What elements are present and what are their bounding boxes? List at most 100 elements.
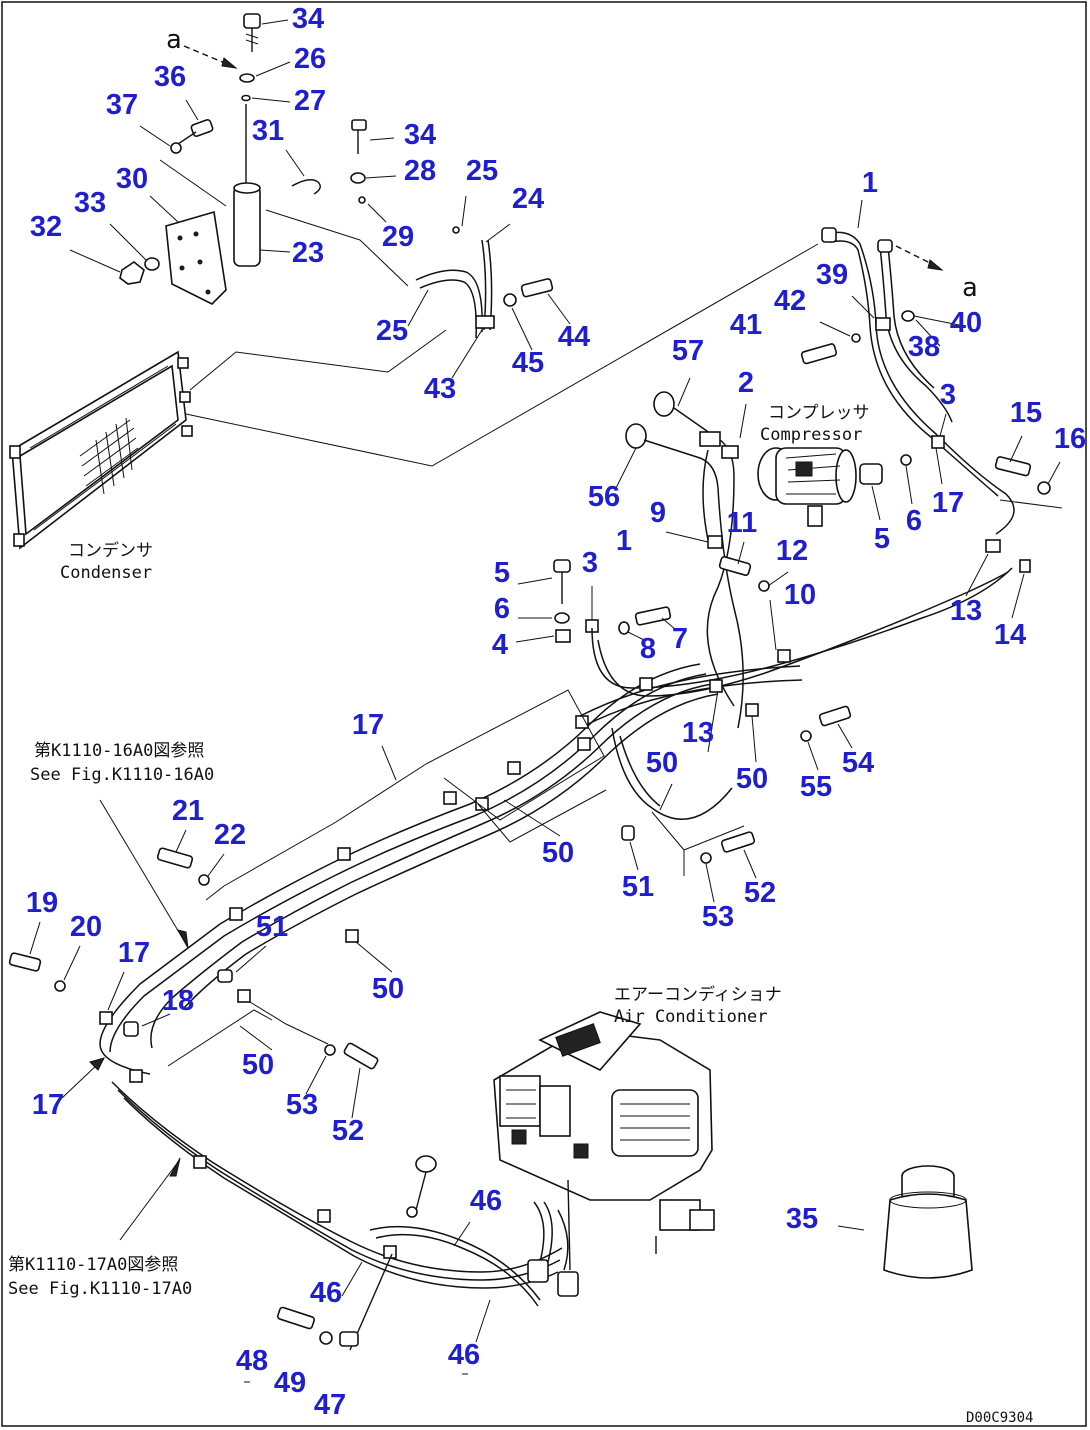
- callout-45: 45: [512, 347, 544, 379]
- callout-55: 55: [800, 771, 832, 803]
- callout-5: 5: [494, 557, 510, 589]
- small-fitting-parts: [8, 705, 853, 1241]
- callout-50: 50: [242, 1049, 274, 1081]
- leader-lines: [185, 239, 819, 467]
- callout-18: 18: [162, 985, 194, 1017]
- callout-3: 3: [582, 547, 598, 579]
- callout-24: 24: [512, 183, 544, 215]
- callout-50: 50: [542, 837, 574, 869]
- aircon-label-en: Air Conditioner: [614, 1007, 768, 1027]
- callout-29: 29: [382, 221, 414, 253]
- callout-6: 6: [494, 593, 510, 625]
- callout-5: 5: [874, 523, 890, 555]
- condenser-label-en: Condenser: [60, 563, 152, 583]
- condenser-label-jp: コンデンサ: [68, 540, 153, 561]
- callout-17: 17: [932, 487, 964, 519]
- callout-25: 25: [466, 155, 498, 187]
- ref-note-2-en: See Fig.K1110-17A0: [8, 1279, 192, 1299]
- callout-17: 17: [32, 1089, 64, 1121]
- section-letters: aa: [166, 25, 978, 303]
- callout-51: 51: [256, 911, 288, 943]
- callout-22: 22: [214, 819, 246, 851]
- callout-23: 23: [292, 237, 324, 269]
- callout-46: 46: [470, 1185, 502, 1217]
- callout-48: 48: [236, 1345, 268, 1377]
- callout-54: 54: [842, 747, 874, 779]
- main-hose-bundle: [99, 567, 1013, 1083]
- callout-17: 17: [118, 937, 150, 969]
- callout-28: 28: [404, 155, 436, 187]
- callout-13: 13: [682, 717, 714, 749]
- callout-50: 50: [372, 973, 404, 1005]
- callout-30: 30: [116, 163, 148, 195]
- callout-47: 47: [314, 1389, 346, 1421]
- receiver-drier-assembly: [69, 13, 361, 305]
- callout-19: 19: [26, 887, 58, 919]
- part-35-container: [837, 1165, 973, 1279]
- callout-52: 52: [744, 877, 776, 909]
- callout-26: 26: [294, 43, 326, 75]
- compressor: コンプレッサ Compressor: [739, 403, 870, 527]
- callout-15: 15: [1010, 397, 1042, 429]
- callout-20: 20: [70, 911, 102, 943]
- callout-9: 9: [650, 497, 666, 529]
- callout-32: 32: [30, 211, 62, 243]
- callout-53: 53: [702, 901, 734, 933]
- callout-52: 52: [332, 1115, 364, 1147]
- callout-10: 10: [784, 579, 816, 611]
- section-letter-a: a: [166, 25, 182, 55]
- callout-12: 12: [776, 535, 808, 567]
- callout-17: 17: [352, 709, 384, 741]
- callout-42: 42: [774, 285, 806, 317]
- callout-25: 25: [376, 315, 408, 347]
- callout-27: 27: [294, 85, 326, 117]
- air-conditioner-unit: エアーコンディショナ Air Conditioner: [493, 984, 782, 1271]
- callout-11: 11: [727, 507, 758, 539]
- callout-14: 14: [994, 619, 1026, 651]
- callout-44: 44: [558, 321, 590, 353]
- callout-3: 3: [940, 379, 956, 411]
- callout-4: 4: [492, 629, 508, 661]
- callout-1: 1: [616, 525, 632, 557]
- callout-43: 43: [424, 373, 456, 405]
- callout-7: 7: [672, 623, 688, 655]
- callout-34: 34: [404, 119, 436, 151]
- callout-37: 37: [106, 89, 138, 121]
- callout-16: 16: [1054, 423, 1086, 455]
- compressor-label-jp: コンプレッサ: [768, 403, 870, 423]
- callout-6: 6: [906, 505, 922, 537]
- callout-8: 8: [640, 633, 656, 665]
- callout-36: 36: [154, 61, 186, 93]
- callout-53: 53: [286, 1089, 318, 1121]
- compressor-label-en: Compressor: [760, 425, 862, 445]
- callout-31: 31: [252, 115, 284, 147]
- callout-41: 41: [730, 309, 762, 341]
- center-bolt-set: [515, 559, 677, 643]
- callout-46: 46: [448, 1339, 480, 1371]
- condenser: コンデンサ Condenser: [9, 350, 193, 583]
- callout-13: 13: [950, 595, 982, 627]
- callout-49: 49: [274, 1367, 306, 1399]
- callout-56: 56: [588, 481, 620, 513]
- drawing-number: D00C9304: [966, 1410, 1033, 1426]
- ref-note-1-en: See Fig.K1110-16A0: [30, 765, 214, 785]
- ref-note-1-jp: 第K1110-16A0図参照: [34, 741, 204, 761]
- callout-46: 46: [310, 1277, 342, 1309]
- callout-2: 2: [738, 367, 754, 399]
- lower-hose-group: [111, 1081, 579, 1383]
- compressor-port-hoses: [615, 377, 789, 753]
- callout-34: 34: [292, 3, 324, 35]
- callout-50: 50: [646, 747, 678, 779]
- callout-39: 39: [816, 259, 848, 291]
- callout-57: 57: [672, 335, 704, 367]
- aircon-label-jp: エアーコンディショナ: [614, 984, 782, 1005]
- callout-21: 21: [172, 795, 204, 827]
- ref-note-2-jp: 第K1110-17A0図参照: [8, 1255, 178, 1275]
- compressor-hose-group: [800, 199, 1063, 619]
- section-letter-a: a: [962, 273, 978, 303]
- callout-1: 1: [862, 167, 878, 199]
- callout-50: 50: [736, 763, 768, 795]
- callout-51: 51: [622, 871, 654, 903]
